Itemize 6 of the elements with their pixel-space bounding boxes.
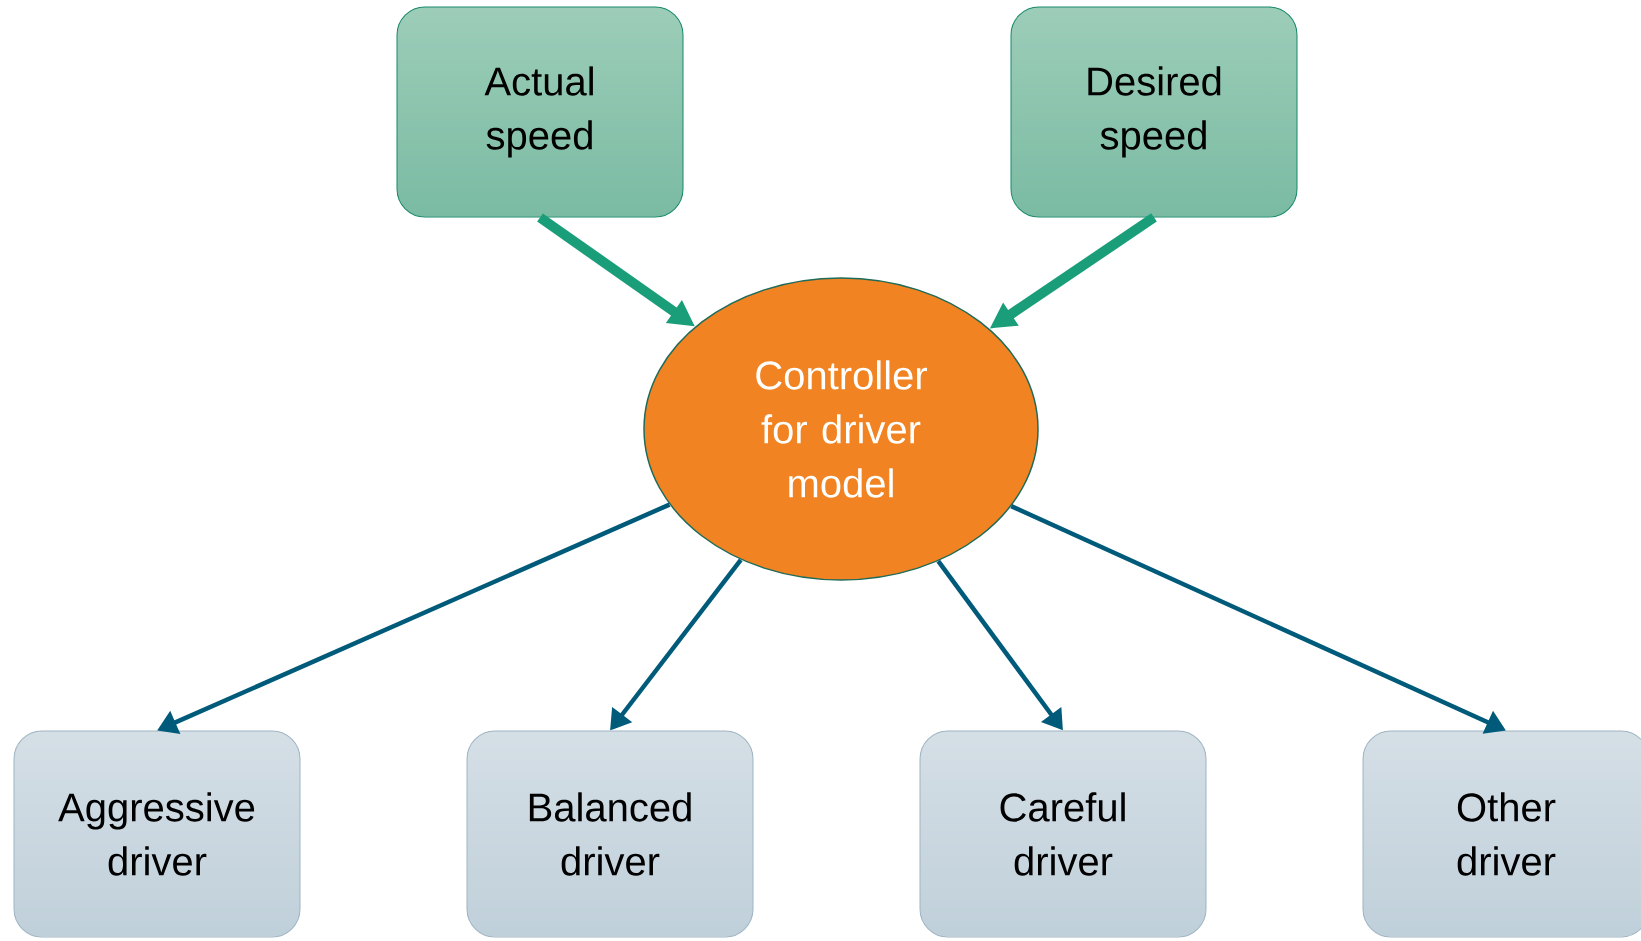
input-box: Desired speed — [1010, 6, 1298, 218]
driver-box: Balanced driver — [466, 730, 754, 938]
driver-box: Careful driver — [919, 730, 1207, 938]
driver-box: Other driver — [1362, 730, 1641, 938]
input-box: Actual speed — [396, 6, 684, 218]
driver-box: Aggressive driver — [13, 730, 301, 938]
